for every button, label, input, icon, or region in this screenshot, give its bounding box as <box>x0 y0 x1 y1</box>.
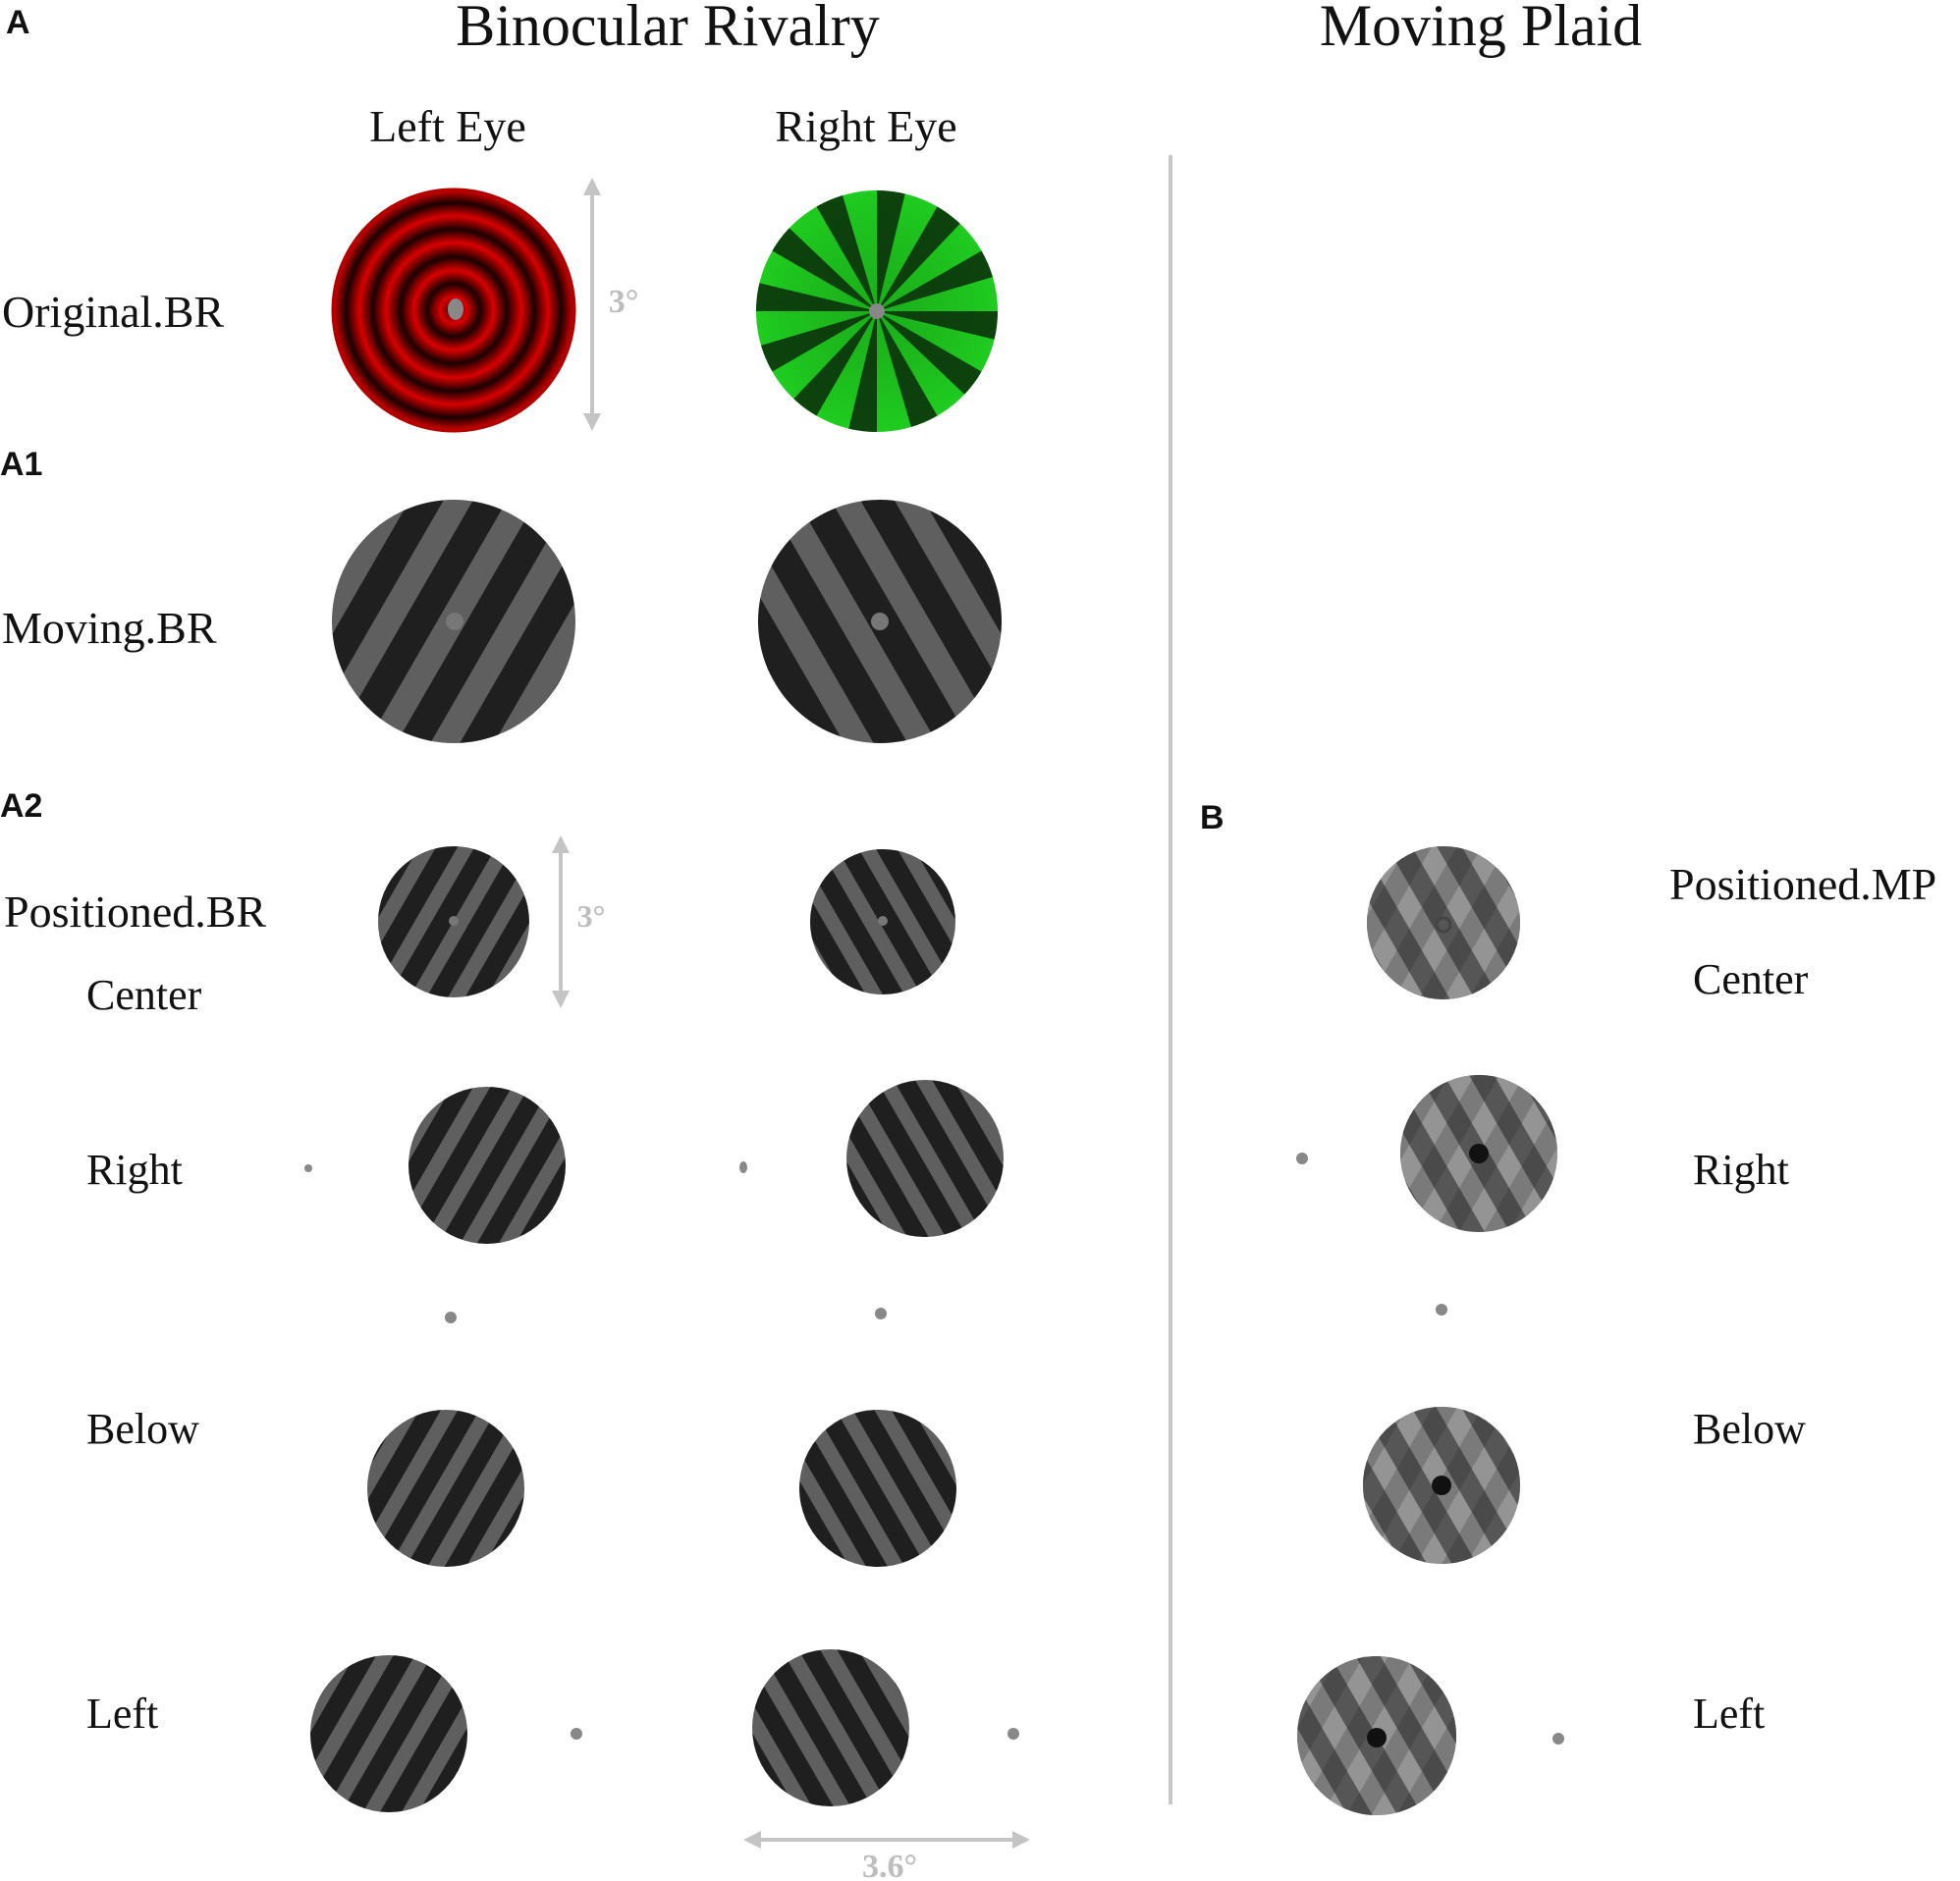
mp-label-left: Left <box>1693 1690 1765 1738</box>
row-label-positioned-mp: Positioned.MP <box>1669 859 1936 909</box>
moving-br-left-eye-grating <box>332 500 575 743</box>
positioned-mp-left-plaid <box>1297 1656 1456 1815</box>
mp-label-below: Below <box>1693 1405 1806 1453</box>
fixation-dot-below-right <box>875 1308 887 1319</box>
right-eye-label: Right Eye <box>775 101 956 151</box>
mp-fixation-dot-below <box>1436 1304 1447 1316</box>
positioned-br-center-left-grating <box>378 846 529 997</box>
fixation-dot-right-left <box>304 1164 312 1172</box>
fixation-dot <box>869 303 885 319</box>
panel-label-a2: A2 <box>0 787 42 825</box>
mp-fixation-dot-left <box>1552 1733 1564 1745</box>
fixation-dot-left-left <box>571 1728 582 1740</box>
fixation-dot <box>446 613 463 630</box>
mp-fixation-dot-right <box>1296 1153 1308 1164</box>
row-label-left: Left <box>86 1690 158 1738</box>
plaid-center-dot <box>1432 1476 1451 1495</box>
positioned-br-center-right-grating <box>810 849 955 994</box>
positioned-br-left-right-grating <box>752 1649 909 1806</box>
positioned-br-below-left-grating <box>367 1410 524 1567</box>
positioned-br-below-right-grating <box>799 1410 956 1567</box>
size-label-3deg: 3° <box>609 284 639 320</box>
fixation-dot <box>1435 916 1452 934</box>
positioned-mp-below-plaid <box>1363 1407 1520 1564</box>
positioned-br-right-right-grating <box>846 1080 1004 1237</box>
positioned-br-right-left-grating <box>408 1087 566 1244</box>
fixation-dot <box>448 298 463 320</box>
fixation-dot-left-right <box>1007 1728 1019 1740</box>
plaid-center-dot <box>1367 1728 1387 1747</box>
original-br-left-eye-stimulus <box>331 188 576 433</box>
plaid-center-dot <box>1469 1144 1489 1163</box>
size-label-3deg-small: 3° <box>577 898 606 934</box>
original-br-right-eye-stimulus <box>756 190 998 432</box>
row-label-positioned-br: Positioned.BR <box>4 887 266 937</box>
positioned-mp-right-plaid <box>1400 1075 1557 1232</box>
fixation-dot <box>878 916 888 926</box>
positioned-br-left-left-grating <box>310 1655 467 1812</box>
fixation-dot-right-right <box>739 1161 747 1173</box>
positioned-mp-center-plaid <box>1367 846 1520 999</box>
row-label-right: Right <box>86 1146 183 1194</box>
mp-label-center: Center <box>1693 955 1809 1003</box>
separation-label-3-6deg: 3.6° <box>862 1849 917 1881</box>
row-label-below: Below <box>86 1405 199 1453</box>
row-label-center: Center <box>86 971 202 1019</box>
mp-label-right: Right <box>1693 1146 1789 1194</box>
moving-br-right-eye-grating <box>758 500 1002 743</box>
header-moving-plaid: Moving Plaid <box>1320 0 1642 58</box>
panel-label-a1: A1 <box>0 446 42 483</box>
fixation-dot-below-left <box>445 1312 457 1323</box>
fixation-dot <box>449 916 459 926</box>
row-label-original-br: Original.BR <box>2 287 224 337</box>
row-label-moving-br: Moving.BR <box>2 603 217 653</box>
left-eye-label: Left Eye <box>369 101 526 151</box>
panel-label-a: A <box>6 4 30 41</box>
fixation-dot <box>871 613 889 630</box>
panel-label-b: B <box>1200 799 1225 836</box>
header-binocular-rivalry: Binocular Rivalry <box>456 0 880 58</box>
